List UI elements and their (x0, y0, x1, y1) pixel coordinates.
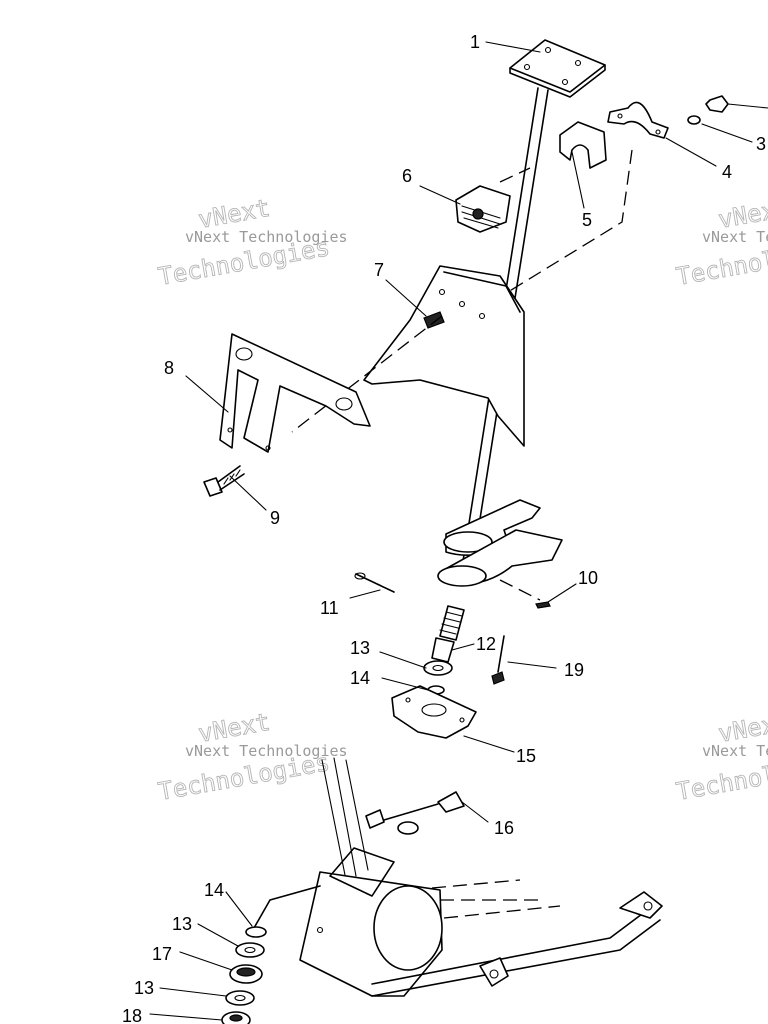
dash-line (291, 315, 443, 433)
callout-14a: 14 (350, 668, 370, 688)
washer-14b (245, 926, 267, 938)
clamp-bracket (607, 101, 669, 139)
watermark-text: vNext Technologies (185, 228, 348, 246)
callout-7: 7 (374, 260, 384, 280)
watermark-left-top: vNext vNext Technologies Technologies (156, 193, 348, 291)
watermark-left-bottom: vNext vNext Technologies Technologies (156, 707, 348, 806)
washer (687, 115, 701, 125)
callout-4: 4 (722, 162, 732, 182)
watermark-text: vNext Technologies (702, 228, 768, 246)
callout-16: 16 (494, 818, 514, 838)
dash-line (499, 579, 541, 601)
callout-13a: 13 (350, 638, 370, 658)
washer-13c (225, 990, 255, 1006)
watermark-right-bottom: vNext vNext Technologies Technologies (674, 707, 768, 806)
support-plate (363, 265, 525, 447)
callout-labels: 1 3 4 5 6 7 8 9 10 11 12 13 14 15 16 19 … (122, 32, 766, 1024)
watermark-right-top: vNext vNext Technologies Technologies (674, 193, 768, 291)
callout-6: 6 (402, 166, 412, 186)
callout-13b: 13 (172, 914, 192, 934)
callout-12: 12 (476, 634, 496, 654)
callout-11: 11 (320, 598, 339, 618)
watermark-text: vNext Technologies (702, 742, 768, 760)
screw-19 (491, 635, 505, 685)
dash-line (499, 167, 531, 183)
bolt-9 (203, 465, 245, 497)
pin-10 (535, 601, 551, 609)
bolt-16 (365, 791, 465, 829)
callout-18: 18 (122, 1006, 142, 1024)
callout-8: 8 (164, 358, 174, 378)
callout-13c: 13 (134, 978, 154, 998)
callout-3: 3 (756, 134, 766, 154)
bearing-housing-15 (391, 685, 477, 739)
callout-1: 1 (470, 32, 480, 52)
callout-15: 15 (516, 746, 536, 766)
washer-13b (235, 942, 265, 958)
callout-9: 9 (270, 508, 280, 528)
dash-line (507, 149, 633, 293)
cotter-pin-11 (354, 572, 395, 593)
steering-arm (437, 499, 563, 587)
washer-13 (423, 660, 453, 676)
leader-14b-to-frame (253, 885, 321, 929)
leader-lines (149, 41, 753, 1021)
watermark-text: vNext Technologies (185, 742, 348, 760)
callout-14b: 14 (204, 880, 224, 900)
bracket-8 (219, 333, 371, 453)
lower-shaft (431, 605, 465, 663)
callout-5: 5 (582, 210, 592, 230)
callout-17: 17 (152, 944, 172, 964)
bushing-block (559, 121, 607, 169)
callout-19: 19 (564, 660, 584, 680)
screw-7 (423, 311, 445, 329)
nut (705, 95, 768, 113)
nut-18 (221, 1011, 251, 1024)
bearing-17 (229, 964, 263, 984)
callout-10: 10 (578, 568, 598, 588)
rubber-block (455, 185, 511, 233)
lower-frame (299, 821, 663, 997)
